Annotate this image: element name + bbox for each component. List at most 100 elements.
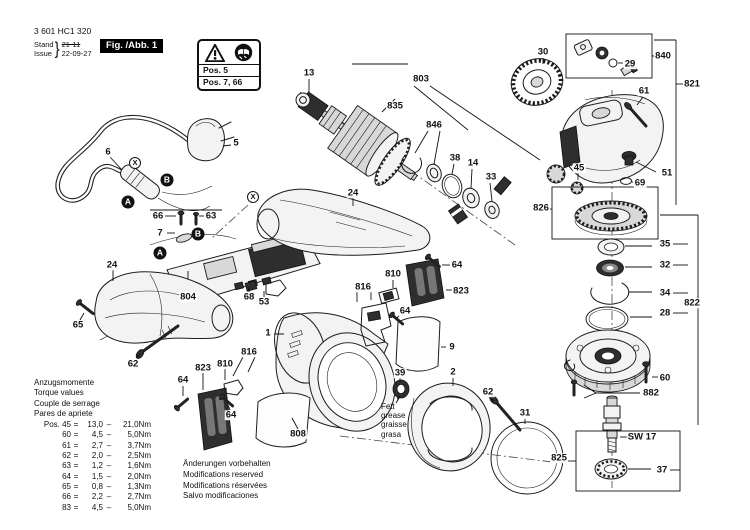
- ref-marker-x: X: [129, 157, 141, 169]
- part-callout-13: 13: [302, 67, 316, 79]
- note-line: Modifications reserved: [183, 469, 264, 479]
- cord-grip: [120, 164, 160, 200]
- issue-date: 22-09-27: [61, 49, 92, 58]
- warning-pos-line: Pos. 7, 66: [199, 76, 259, 88]
- part-callout-45: 45: [572, 162, 586, 174]
- part-callout-810: 810: [216, 358, 234, 370]
- screw-63: [192, 211, 199, 226]
- torque-title-en: Torque values: [34, 388, 84, 398]
- part-callout-882: 882: [642, 387, 660, 399]
- part-callout-835: 835: [386, 100, 404, 112]
- part-callout-64: 64: [398, 305, 412, 317]
- spindle: [602, 395, 630, 453]
- bearing-37: [594, 458, 680, 480]
- left-plates: [173, 356, 256, 451]
- screw-66: [177, 210, 185, 226]
- torque-row-61: 61=2,7–3,7Nm: [62, 440, 151, 450]
- screw-64-mid: [388, 311, 405, 326]
- circlip-34: [590, 282, 630, 305]
- screw-60: [642, 361, 650, 384]
- window-plate-9: [395, 316, 441, 372]
- fan-ring-39: [392, 378, 410, 404]
- contact-810-left: [223, 379, 244, 396]
- bracket-816-right: [360, 302, 392, 347]
- torque-title-de: Anzugsmomente: [34, 378, 95, 387]
- part-callout-804: 804: [179, 291, 197, 303]
- screw-882: [570, 379, 578, 397]
- ring-38: [441, 173, 463, 199]
- type-number: 3 601 HC1 320: [34, 26, 92, 36]
- carbon-brush: [447, 203, 469, 225]
- torque-table: Anzugsmomente Torque values Couple de se…: [34, 378, 151, 513]
- part-callout-63: 63: [204, 210, 218, 222]
- circlip-846: [401, 154, 423, 174]
- stator: [407, 378, 564, 495]
- note-line: Salvo modificaciones: [183, 491, 259, 501]
- detail-box-840: [565, 33, 655, 79]
- plug: [186, 118, 225, 162]
- torque-row-45: Pos. 45=13,0–21,0Nm: [43, 420, 151, 430]
- old-issue-date: 21-11: [61, 40, 81, 49]
- clip-882: [563, 359, 576, 371]
- grease-line: grasa: [381, 429, 402, 439]
- washer-846: [426, 163, 442, 183]
- brace-glyph: }: [54, 39, 60, 59]
- part-callout-808: 808: [289, 428, 307, 440]
- torque-title-fr: Couple de serrage: [34, 398, 100, 408]
- screw-61: [624, 102, 648, 128]
- gear-30: [510, 58, 564, 106]
- part-callout-39: 39: [393, 367, 407, 379]
- ref-marker-a: A: [121, 195, 135, 209]
- right-plates: [356, 253, 452, 372]
- part-callout-38: 38: [448, 152, 462, 164]
- part-callout-825: 825: [550, 452, 568, 464]
- grease-line: graisse: [381, 420, 407, 430]
- screw-64-topright: [424, 253, 441, 268]
- part-callout-65: 65: [71, 319, 85, 331]
- part-callout-6: 6: [104, 146, 112, 158]
- gear-housing-cover: [256, 188, 431, 256]
- bearing-13: [295, 92, 311, 108]
- bearing-flange-882: [563, 329, 658, 399]
- part-callout-30: 30: [536, 46, 550, 58]
- part-callout-64: 64: [224, 409, 238, 421]
- part-callout-823: 823: [194, 362, 212, 374]
- part-callout-840: 840: [654, 50, 672, 62]
- part-callout-sw-17: SW 17: [626, 431, 658, 443]
- stand-label: Stand: [34, 40, 54, 49]
- torque-row-62: 62=2,0–2,5Nm: [62, 451, 151, 461]
- part-callout-64: 64: [176, 374, 190, 386]
- clip-7: [175, 233, 193, 243]
- part-callout-24: 24: [105, 259, 119, 271]
- part-callout-53: 53: [257, 296, 271, 308]
- part-callout-61: 61: [637, 85, 651, 97]
- part-callout-62: 62: [126, 358, 140, 370]
- crown-gear-box-826: [548, 186, 659, 240]
- part-callout-823: 823: [452, 285, 470, 297]
- torque-row-63: 63=1,2–1,6Nm: [62, 461, 151, 471]
- torque-row-64: 64=1,5–2,0Nm: [62, 471, 151, 481]
- issue-date-block: Stand Issue } 21-11 22-09-27: [34, 40, 92, 58]
- part-callout-2: 2: [449, 366, 457, 378]
- part-callout-29: 29: [623, 58, 637, 70]
- torque-row-66: 66=2,2–2,7Nm: [62, 492, 151, 502]
- part-callout-34: 34: [658, 287, 672, 299]
- part-callout-69: 69: [633, 177, 647, 189]
- part-callout-7: 7: [156, 227, 164, 239]
- part-callout-51: 51: [660, 167, 674, 179]
- switch-lever: [265, 279, 287, 297]
- grease-line: grease: [381, 411, 406, 421]
- part-callout-33: 33: [484, 171, 498, 183]
- ref-marker-b: B: [160, 173, 174, 187]
- part-callout-60: 60: [658, 372, 672, 384]
- warning-pos-line: Pos. 5: [199, 64, 259, 76]
- part-callout-35: 35: [658, 238, 672, 250]
- torque-row-60: 60=4,5–5,0Nm: [62, 430, 151, 440]
- part-callout-822: 822: [683, 297, 701, 309]
- part-callout-28: 28: [658, 307, 672, 319]
- ref-marker-x: X: [247, 191, 259, 203]
- warning-box: Pos. 5 Pos. 7, 66: [197, 39, 261, 91]
- handle-cover: [75, 270, 234, 359]
